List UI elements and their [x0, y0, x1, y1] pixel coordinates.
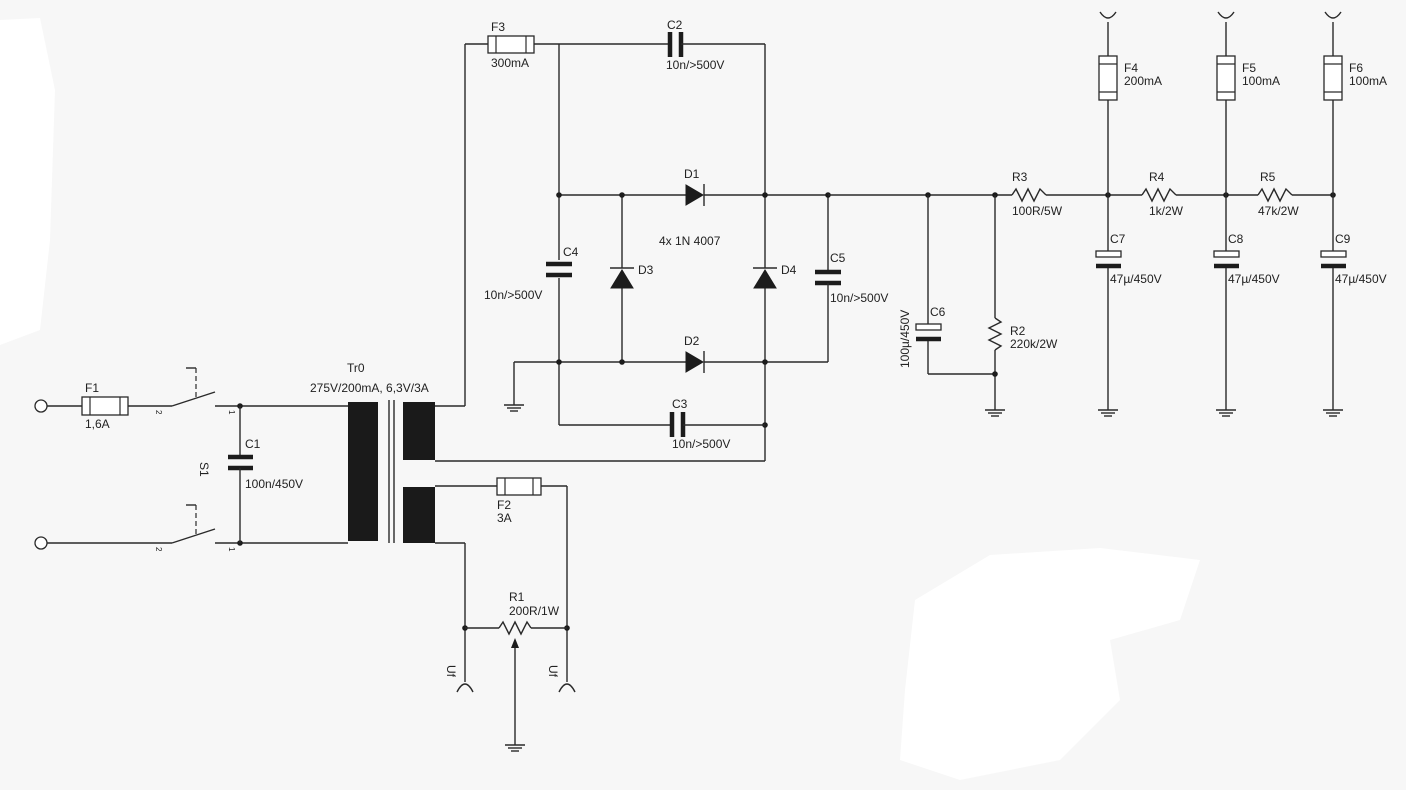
c4-value: 10n/>500V — [484, 288, 542, 302]
ground-bridge — [504, 404, 524, 412]
diode-d4: D4 — [753, 263, 797, 289]
r5-ref: R5 — [1260, 170, 1276, 184]
capacitor-c2: C2 10n/>500V — [666, 18, 766, 195]
s1-pin-bottom-1: 1 — [227, 547, 236, 552]
f5-value: 100mA — [1242, 74, 1280, 88]
c8-ref: C8 — [1228, 232, 1244, 246]
f1-ref: F1 — [85, 381, 99, 395]
output-branch-1: F4 200mA C7 47µ/450V — [1095, 11, 1162, 417]
fuse-f2: F2 3A — [496, 477, 542, 525]
c9-value: 47µ/450V — [1335, 272, 1387, 286]
resistor-r5: R5 47k/2W — [1257, 170, 1336, 218]
output-branch-2: F5 100mA C8 47µ/450V — [1213, 11, 1280, 417]
capacitor-c6: C6 100µ/450V — [898, 195, 995, 375]
fuse-f1: F1 1,6A — [81, 381, 129, 431]
dc-rail — [828, 192, 1012, 198]
c3-value: 10n/>500V — [672, 437, 730, 451]
heater-connectors: Uf Uf — [444, 665, 576, 693]
d3-ref: D3 — [638, 263, 654, 277]
capacitor-c1: C1 100n/450V — [228, 403, 348, 546]
r2-ref: R2 — [1010, 324, 1026, 338]
r1-value: 200R/1W — [509, 604, 560, 618]
r3-value: 100R/5W — [1012, 204, 1063, 218]
f3-ref: F3 — [491, 20, 505, 34]
potentiometer-r1: R1 200R/1W — [498, 590, 560, 752]
s1-ref: S1 — [197, 462, 211, 477]
tr0-ref: Tr0 — [347, 361, 365, 375]
r4-value: 1k/2W — [1149, 204, 1184, 218]
diodes-note: 4x 1N 4007 — [659, 234, 721, 248]
f6-value: 100mA — [1349, 74, 1387, 88]
bridge-rectifier: 4x 1N 4007 — [513, 44, 828, 461]
c2-ref: C2 — [667, 18, 683, 32]
r1-ref: R1 — [509, 590, 525, 604]
tr0-rating: 275V/200mA, 6,3V/3A — [310, 381, 429, 395]
uf-label-right: Uf — [546, 665, 560, 678]
heater-secondary-wiring — [435, 485, 570, 682]
c1-value: 100n/450V — [245, 477, 303, 491]
diode-d2: D2 — [684, 334, 705, 373]
c7-ref: C7 — [1110, 232, 1126, 246]
diode-d1: D1 — [684, 167, 705, 206]
uf-label-left: Uf — [444, 665, 458, 678]
s1-pin-top-1: 1 — [227, 410, 236, 415]
f1-value: 1,6A — [85, 417, 110, 431]
c5-ref: C5 — [830, 251, 846, 265]
c8-value: 47µ/450V — [1228, 272, 1280, 286]
capacitor-c4: C4 10n/>500V — [484, 245, 579, 302]
mains-terminal-bottom — [34, 536, 48, 550]
r3-ref: R3 — [1012, 170, 1028, 184]
r2-value: 220k/2W — [1010, 337, 1058, 351]
heater-terminal-left — [456, 683, 474, 693]
fuse-f3: F3 300mA — [487, 20, 670, 70]
c2-value: 10n/>500V — [666, 58, 724, 72]
c6-ref: C6 — [930, 305, 946, 319]
r4-ref: R4 — [1149, 170, 1165, 184]
f4-ref: F4 — [1124, 61, 1138, 75]
capacitor-c5: C5 10n/>500V — [815, 192, 888, 362]
paper-blots — [0, 18, 1200, 780]
heater-terminal-right — [558, 683, 576, 693]
r5-value: 47k/2W — [1258, 204, 1299, 218]
output-branch-3: F6 100mA C9 47µ/450V — [1320, 11, 1387, 417]
c6-value: 100µ/450V — [898, 310, 912, 368]
d2-ref: D2 — [684, 334, 700, 348]
f3-value: 300mA — [491, 56, 529, 70]
c3-ref: C3 — [672, 397, 688, 411]
switch-s1: S1 2 1 2 1 — [154, 367, 240, 552]
capacitor-c3: C3 10n/>500V — [559, 397, 765, 451]
c5-value: 10n/>500V — [830, 291, 888, 305]
c9-ref: C9 — [1335, 232, 1351, 246]
c4-ref: C4 — [563, 245, 579, 259]
diode-d3: D3 — [610, 263, 654, 289]
mains-input — [34, 399, 172, 550]
transformer-tr0: Tr0 275V/200mA, 6,3V/3A — [310, 361, 435, 543]
mains-terminal-top — [34, 399, 48, 413]
c1-ref: C1 — [245, 437, 261, 451]
f2-value: 3A — [497, 511, 512, 525]
c7-value: 47µ/450V — [1110, 272, 1162, 286]
s1-pin-top-2: 2 — [154, 410, 163, 415]
f5-ref: F5 — [1242, 61, 1256, 75]
resistor-r4: R4 1k/2W — [1141, 170, 1258, 218]
f2-ref: F2 — [497, 498, 511, 512]
f4-value: 200mA — [1124, 74, 1162, 88]
d4-ref: D4 — [781, 263, 797, 277]
resistor-r2: R2 220k/2W — [985, 195, 1058, 417]
s1-pin-bottom-2: 2 — [154, 547, 163, 552]
hv-secondary-wiring — [435, 43, 765, 462]
resistor-r3: R3 100R/5W — [1011, 170, 1142, 218]
d1-ref: D1 — [684, 167, 700, 181]
f6-ref: F6 — [1349, 61, 1363, 75]
